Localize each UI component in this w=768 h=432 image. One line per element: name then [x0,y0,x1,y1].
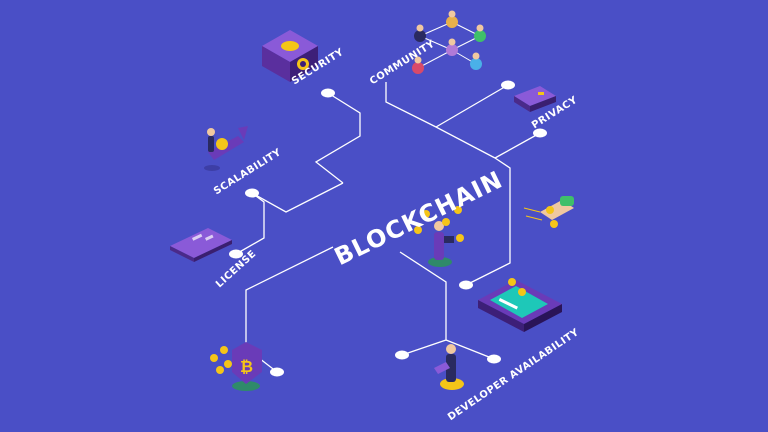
connector-dots [229,80,547,377]
line-community [385,82,496,159]
people-network-icon [412,10,486,74]
dot-developer-right [487,354,501,364]
dot-community [501,80,515,90]
svg-text:₿: ₿ [240,357,253,376]
dot-phone [459,280,473,290]
dot-license [229,249,243,259]
line-security [314,92,361,184]
coins-hand-icon [523,196,574,228]
line-phone [465,157,511,286]
connector-lines [235,82,541,373]
person-laptop-icon [414,206,464,267]
line-community-branch [435,84,509,128]
wallet-icon [514,86,556,112]
dot-scalability [245,188,259,198]
person-climbing-icon [204,126,248,171]
dot-security [321,88,335,98]
dot-bitcoin [270,367,284,377]
developer-laptop-icon [434,344,464,390]
line-scalability [251,182,344,213]
bitcoin-shield-icon: ₿ [210,342,262,391]
dot-developer-left [395,350,409,360]
credit-card-icon [170,228,232,262]
line-developer-left [399,251,447,356]
dot-privacy [533,128,547,138]
safe-icon [262,30,318,82]
line-developer-right [445,339,495,360]
smartphone-icon [478,278,562,332]
line-license [235,192,265,255]
line-privacy [494,132,541,159]
